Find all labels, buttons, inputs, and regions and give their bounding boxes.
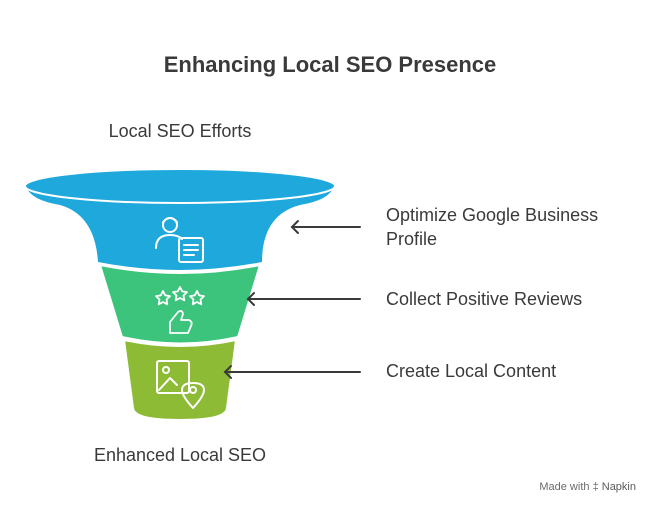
stage-1-label: Optimize Google Business Profile (386, 205, 599, 249)
funnel-stage-1 (26, 186, 334, 270)
image-location-icon (156, 360, 205, 409)
stage-2-label: Collect Positive Reviews (386, 289, 583, 309)
star-review-icon (155, 286, 205, 334)
funnel-top-label: Local SEO Efforts (108, 121, 252, 141)
funnel-stage-3 (122, 338, 238, 422)
arrow-stage-1 (290, 220, 361, 234)
stage-3-label: Create Local Content (386, 361, 557, 381)
funnel-rim (24, 168, 336, 204)
brand-name: Napkin (601, 481, 636, 493)
napkin-logo-icon: ‡ (592, 481, 599, 493)
funnel-bottom-label: Enhanced Local SEO (93, 445, 267, 465)
napkin-credit[interactable]: Made with ‡ Napkin (539, 481, 636, 493)
diagram-title: Enhancing Local SEO Presence (163, 52, 497, 77)
arrow-stage-3 (223, 365, 361, 379)
funnel-stage-2 (98, 263, 262, 345)
arrow-stage-2 (246, 292, 361, 306)
made-with-text: Made with (539, 481, 590, 493)
business-profile-icon (155, 217, 204, 263)
